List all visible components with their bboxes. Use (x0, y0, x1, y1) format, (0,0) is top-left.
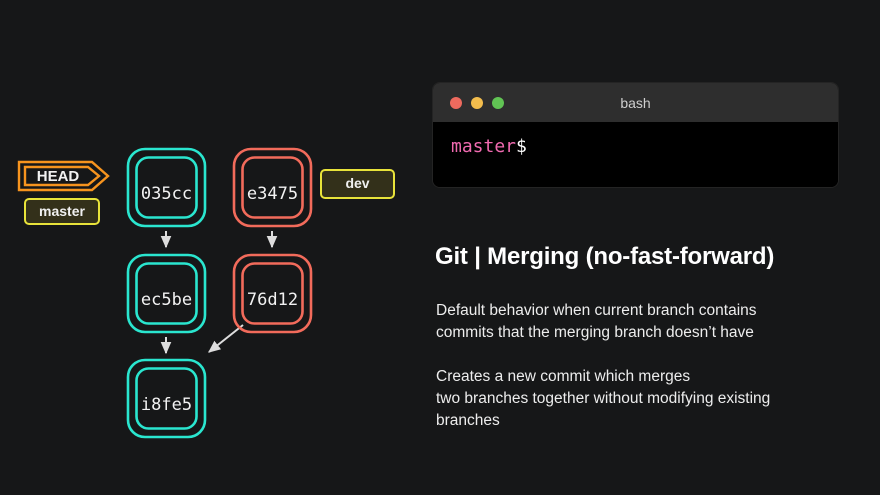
paragraph-spacer (436, 344, 836, 366)
dev-branch-badge[interactable]: dev (320, 169, 395, 199)
page-title: Git | Merging (no-fast-forward) (435, 243, 775, 270)
dev-badge-box (320, 169, 395, 199)
commit-id-label: 035cc (141, 184, 192, 204)
commit-id-label: ec5be (141, 290, 192, 310)
description-block: Default behavior when current branch con… (436, 300, 836, 432)
edge-76d12-to-i8fe5 (208, 324, 244, 353)
commit-node-outer-ring (232, 147, 313, 228)
paragraph-2-line-1: Creates a new commit which merges (436, 368, 691, 385)
commit-id-label: 76d12 (247, 290, 298, 310)
commit-node-inner-ring (135, 367, 198, 430)
commit-node-inner-ring (135, 262, 198, 325)
commit-node-outer-ring (126, 358, 207, 439)
paragraph-2-line-2: two branches together without modifying … (436, 390, 771, 407)
commit-graph: 035cc e3475 ec5be 76d12 (0, 0, 430, 495)
head-badge-inner-outline (23, 165, 101, 187)
close-button-icon[interactable] (450, 96, 462, 109)
master-badge-label: master (39, 203, 85, 219)
master-badge-box (24, 198, 100, 225)
master-branch-badge[interactable]: master (24, 198, 100, 225)
terminal-body[interactable]: master$ (433, 122, 838, 187)
paragraph-1-line-2: commits that the merging branch doesn’t … (436, 324, 754, 341)
commit-node-outer-ring (126, 253, 207, 334)
commit-node-76d12[interactable]: 76d12 (232, 253, 313, 334)
paragraph-2-line-3: branches (436, 412, 500, 429)
terminal-window[interactable]: bash master$ (433, 83, 838, 187)
head-badge-outer-outline (17, 160, 110, 192)
commit-node-outer-ring (126, 147, 207, 228)
maximize-button-icon[interactable] (492, 96, 504, 109)
paragraph-1-line-1: Default behavior when current branch con… (436, 302, 757, 319)
minimize-button-icon[interactable] (471, 96, 483, 109)
head-badge-label: HEAD (37, 168, 80, 185)
head-badge[interactable]: HEAD (17, 160, 110, 192)
window-controls[interactable] (450, 96, 504, 109)
commit-node-ec5be[interactable]: ec5be (126, 253, 207, 334)
commit-edges (160, 231, 278, 355)
commit-node-inner-ring (241, 262, 304, 325)
commit-node-035cc[interactable]: 035cc (126, 147, 207, 228)
commit-node-e3475[interactable]: e3475 (232, 147, 313, 228)
commit-id-label: e3475 (247, 184, 298, 204)
prompt-branch: master (451, 136, 517, 157)
commit-id-label: i8fe5 (141, 395, 192, 415)
commit-node-i8fe5[interactable]: i8fe5 (126, 358, 207, 439)
commit-node-outer-ring (232, 253, 313, 334)
commit-node-inner-ring (241, 156, 304, 219)
terminal-titlebar[interactable]: bash (433, 83, 838, 122)
prompt-sigil: $ (516, 136, 527, 157)
commit-node-inner-ring (135, 156, 198, 219)
dev-badge-label: dev (345, 175, 369, 191)
